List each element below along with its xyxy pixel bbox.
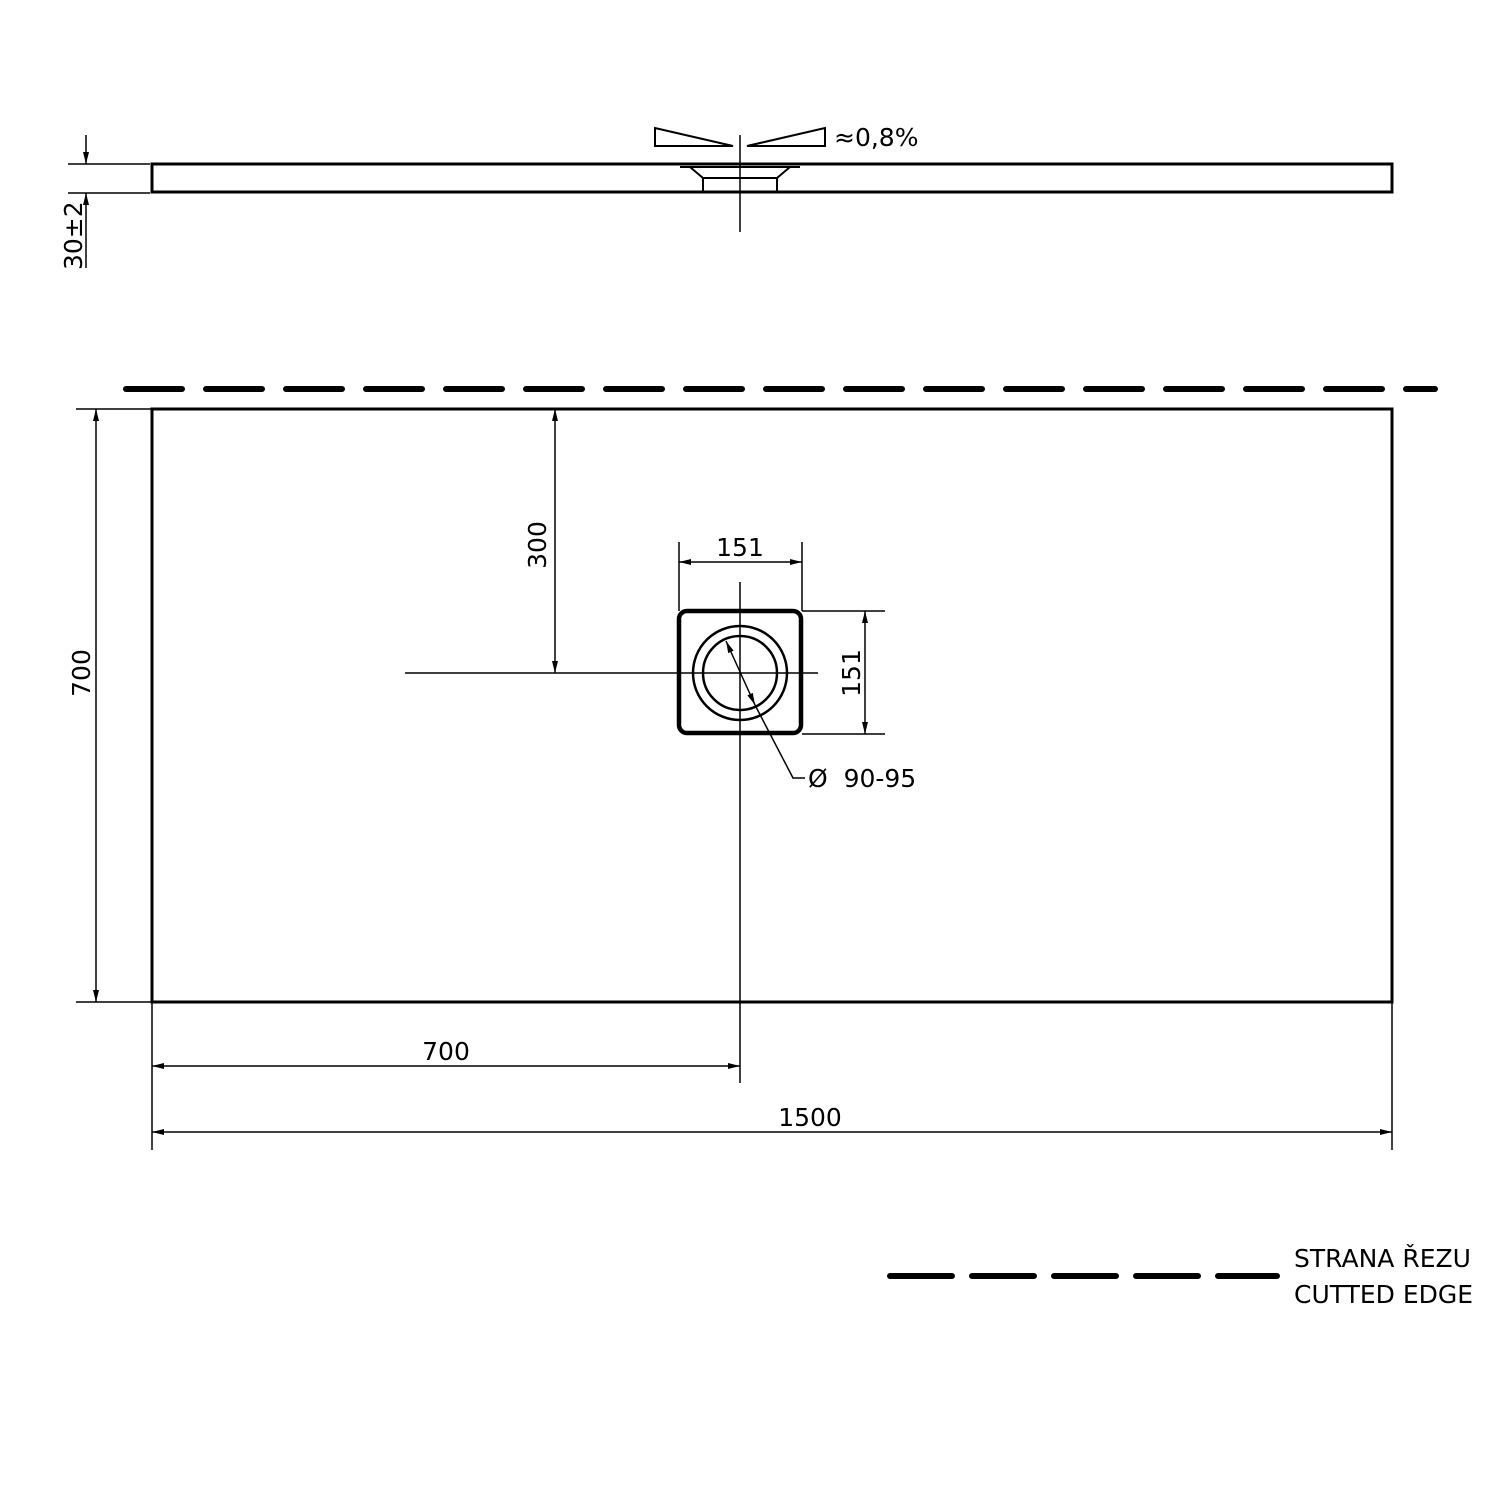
tray-outline bbox=[150, 407, 1394, 1004]
cover-width-label: 151 bbox=[716, 533, 764, 562]
cover-height-label: 151 bbox=[837, 649, 866, 697]
slope-wedge-right-icon bbox=[746, 126, 826, 147]
slope-wedge-left-icon bbox=[654, 126, 734, 147]
diameter-leader-line bbox=[754, 704, 805, 779]
legend: STRANA ŘEZU CUTTED EDGE bbox=[887, 1244, 1473, 1309]
section-view: ≈0,8% 30±2 bbox=[59, 123, 1394, 270]
width-label: 1500 bbox=[778, 1103, 842, 1132]
drain-offset-y-label: 300 bbox=[523, 521, 552, 569]
legend-line-2: CUTTED EDGE bbox=[1294, 1280, 1473, 1309]
diameter-leader-arrow bbox=[725, 640, 756, 706]
legend-line-1: STRANA ŘEZU bbox=[1294, 1244, 1471, 1273]
tray-section-profile bbox=[150, 162, 1394, 194]
plan-view: Ø 90-95 151 151 300 700 700 1500 bbox=[67, 407, 1394, 1150]
depth-label: 700 bbox=[67, 649, 96, 697]
drain-diameter-label: Ø 90-95 bbox=[808, 764, 916, 793]
slope-label: ≈0,8% bbox=[834, 123, 918, 152]
drain-offset-x-label: 700 bbox=[422, 1037, 470, 1066]
thickness-label: 30±2 bbox=[59, 201, 88, 270]
